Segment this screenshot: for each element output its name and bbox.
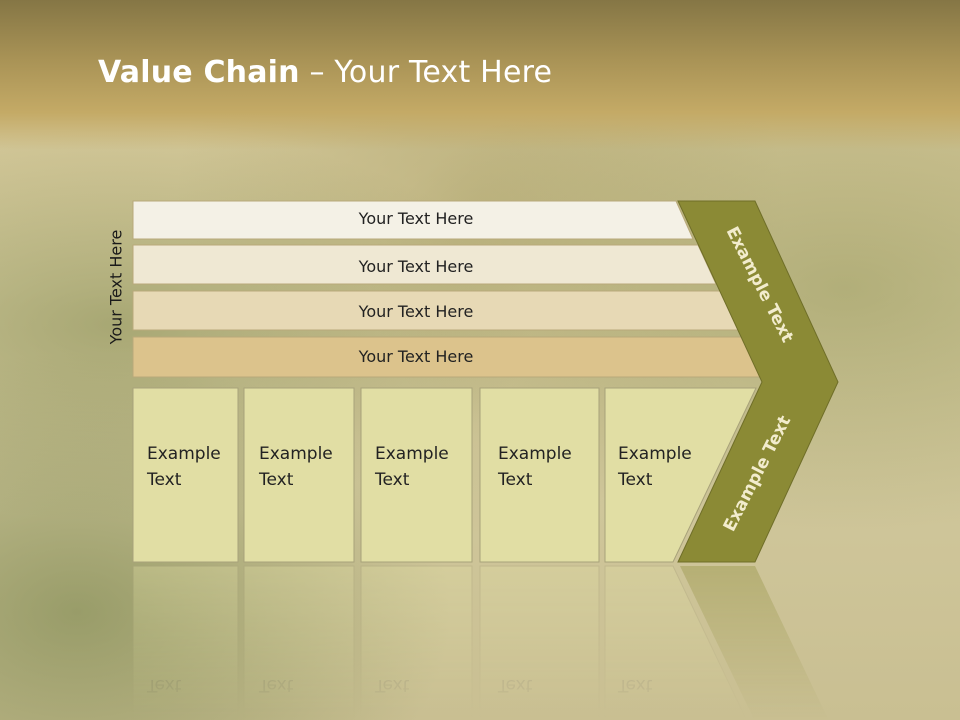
boxes-group: Example Text Example Text Example Text E…: [132, 387, 757, 563]
reflection-label-4: Text: [497, 675, 533, 695]
reflection-box-3: [360, 565, 473, 720]
box-5: [604, 387, 757, 563]
reflection-box-5: [604, 565, 748, 720]
reflection-arrow: [680, 566, 829, 720]
header-band: [0, 0, 960, 150]
box-4: [479, 387, 600, 563]
box-4-line2: Text: [497, 470, 533, 490]
box-2-line1: Example: [259, 444, 333, 464]
bar-2-label: Your Text Here: [358, 257, 474, 276]
bar-4-label: Your Text Here: [358, 347, 474, 366]
box-5-line2: Text: [617, 470, 653, 490]
reflection-box-1: [132, 565, 239, 720]
bar-3-label: Your Text Here: [358, 302, 474, 321]
diagram-reflection: Text Text Text Text Text: [132, 565, 829, 720]
bar-1: [132, 200, 694, 240]
bars-group: Your Text Here Your Text Here Your Text …: [132, 200, 763, 378]
box-1-line1: Example: [147, 444, 221, 464]
box-2: [243, 387, 355, 563]
box-5-line1: Example: [618, 444, 692, 464]
box-3: [360, 387, 473, 563]
box-2-line2: Text: [258, 470, 294, 490]
title-bold: Value Chain: [98, 55, 300, 90]
box-3-line1: Example: [375, 444, 449, 464]
reflection-label-2: Text: [258, 675, 294, 695]
box-3-line2: Text: [374, 470, 410, 490]
box-4-line1: Example: [498, 444, 572, 464]
title-rest: – Your Text Here: [299, 55, 553, 90]
reflection-box-2: [243, 565, 355, 720]
box-1-line2: Text: [146, 470, 182, 490]
reflection-label-1: Text: [146, 675, 182, 695]
chevron-shape: [677, 200, 839, 563]
chevron-arrow: Example Text Example Text: [677, 200, 839, 563]
reflection-label-5: Text: [617, 675, 653, 695]
slide-title: Value Chain – Your Text Here: [98, 55, 552, 90]
bar-1-label: Your Text Here: [358, 209, 474, 228]
reflection-box-4: [479, 565, 600, 720]
box-1: [132, 387, 239, 563]
reflection-label-3: Text: [374, 675, 410, 695]
